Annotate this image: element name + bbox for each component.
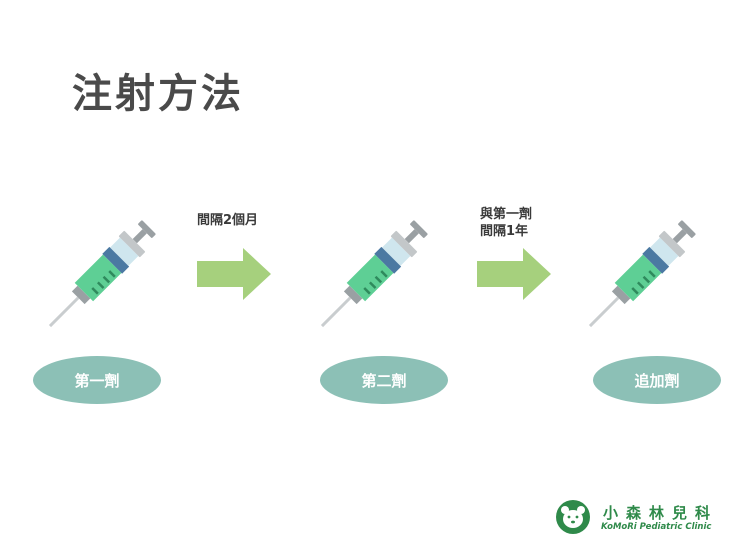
clinic-subtitle: KoMoRi Pediatric Clinic: [601, 522, 712, 532]
syringe-icon: [48, 220, 156, 328]
interval-note-line: 間隔2個月: [197, 213, 259, 228]
interval-note-1: 間隔2個月: [197, 212, 258, 229]
dose-label-booster: 追加劑: [593, 356, 721, 404]
interval-note-line: 間隔1年: [480, 224, 529, 239]
clinic-name: 小森林兒科: [603, 504, 719, 522]
arrow-right-icon: [197, 248, 271, 300]
interval-note-2: 與第一劑 間隔1年: [480, 206, 532, 240]
clinic-logo: 小森林兒科 KoMoRi Pediatric Clinic: [555, 496, 725, 540]
interval-note-line: 與第一劑: [480, 207, 533, 222]
dose-label-second: 第二劑: [320, 356, 448, 404]
page-title: 注射方法: [72, 71, 244, 117]
bear-logo-icon: [556, 500, 590, 534]
arrow-right-icon: [477, 248, 551, 300]
dose-label-first: 第一劑: [33, 356, 161, 404]
syringe-icon: [588, 220, 696, 328]
syringe-icon: [320, 220, 428, 328]
